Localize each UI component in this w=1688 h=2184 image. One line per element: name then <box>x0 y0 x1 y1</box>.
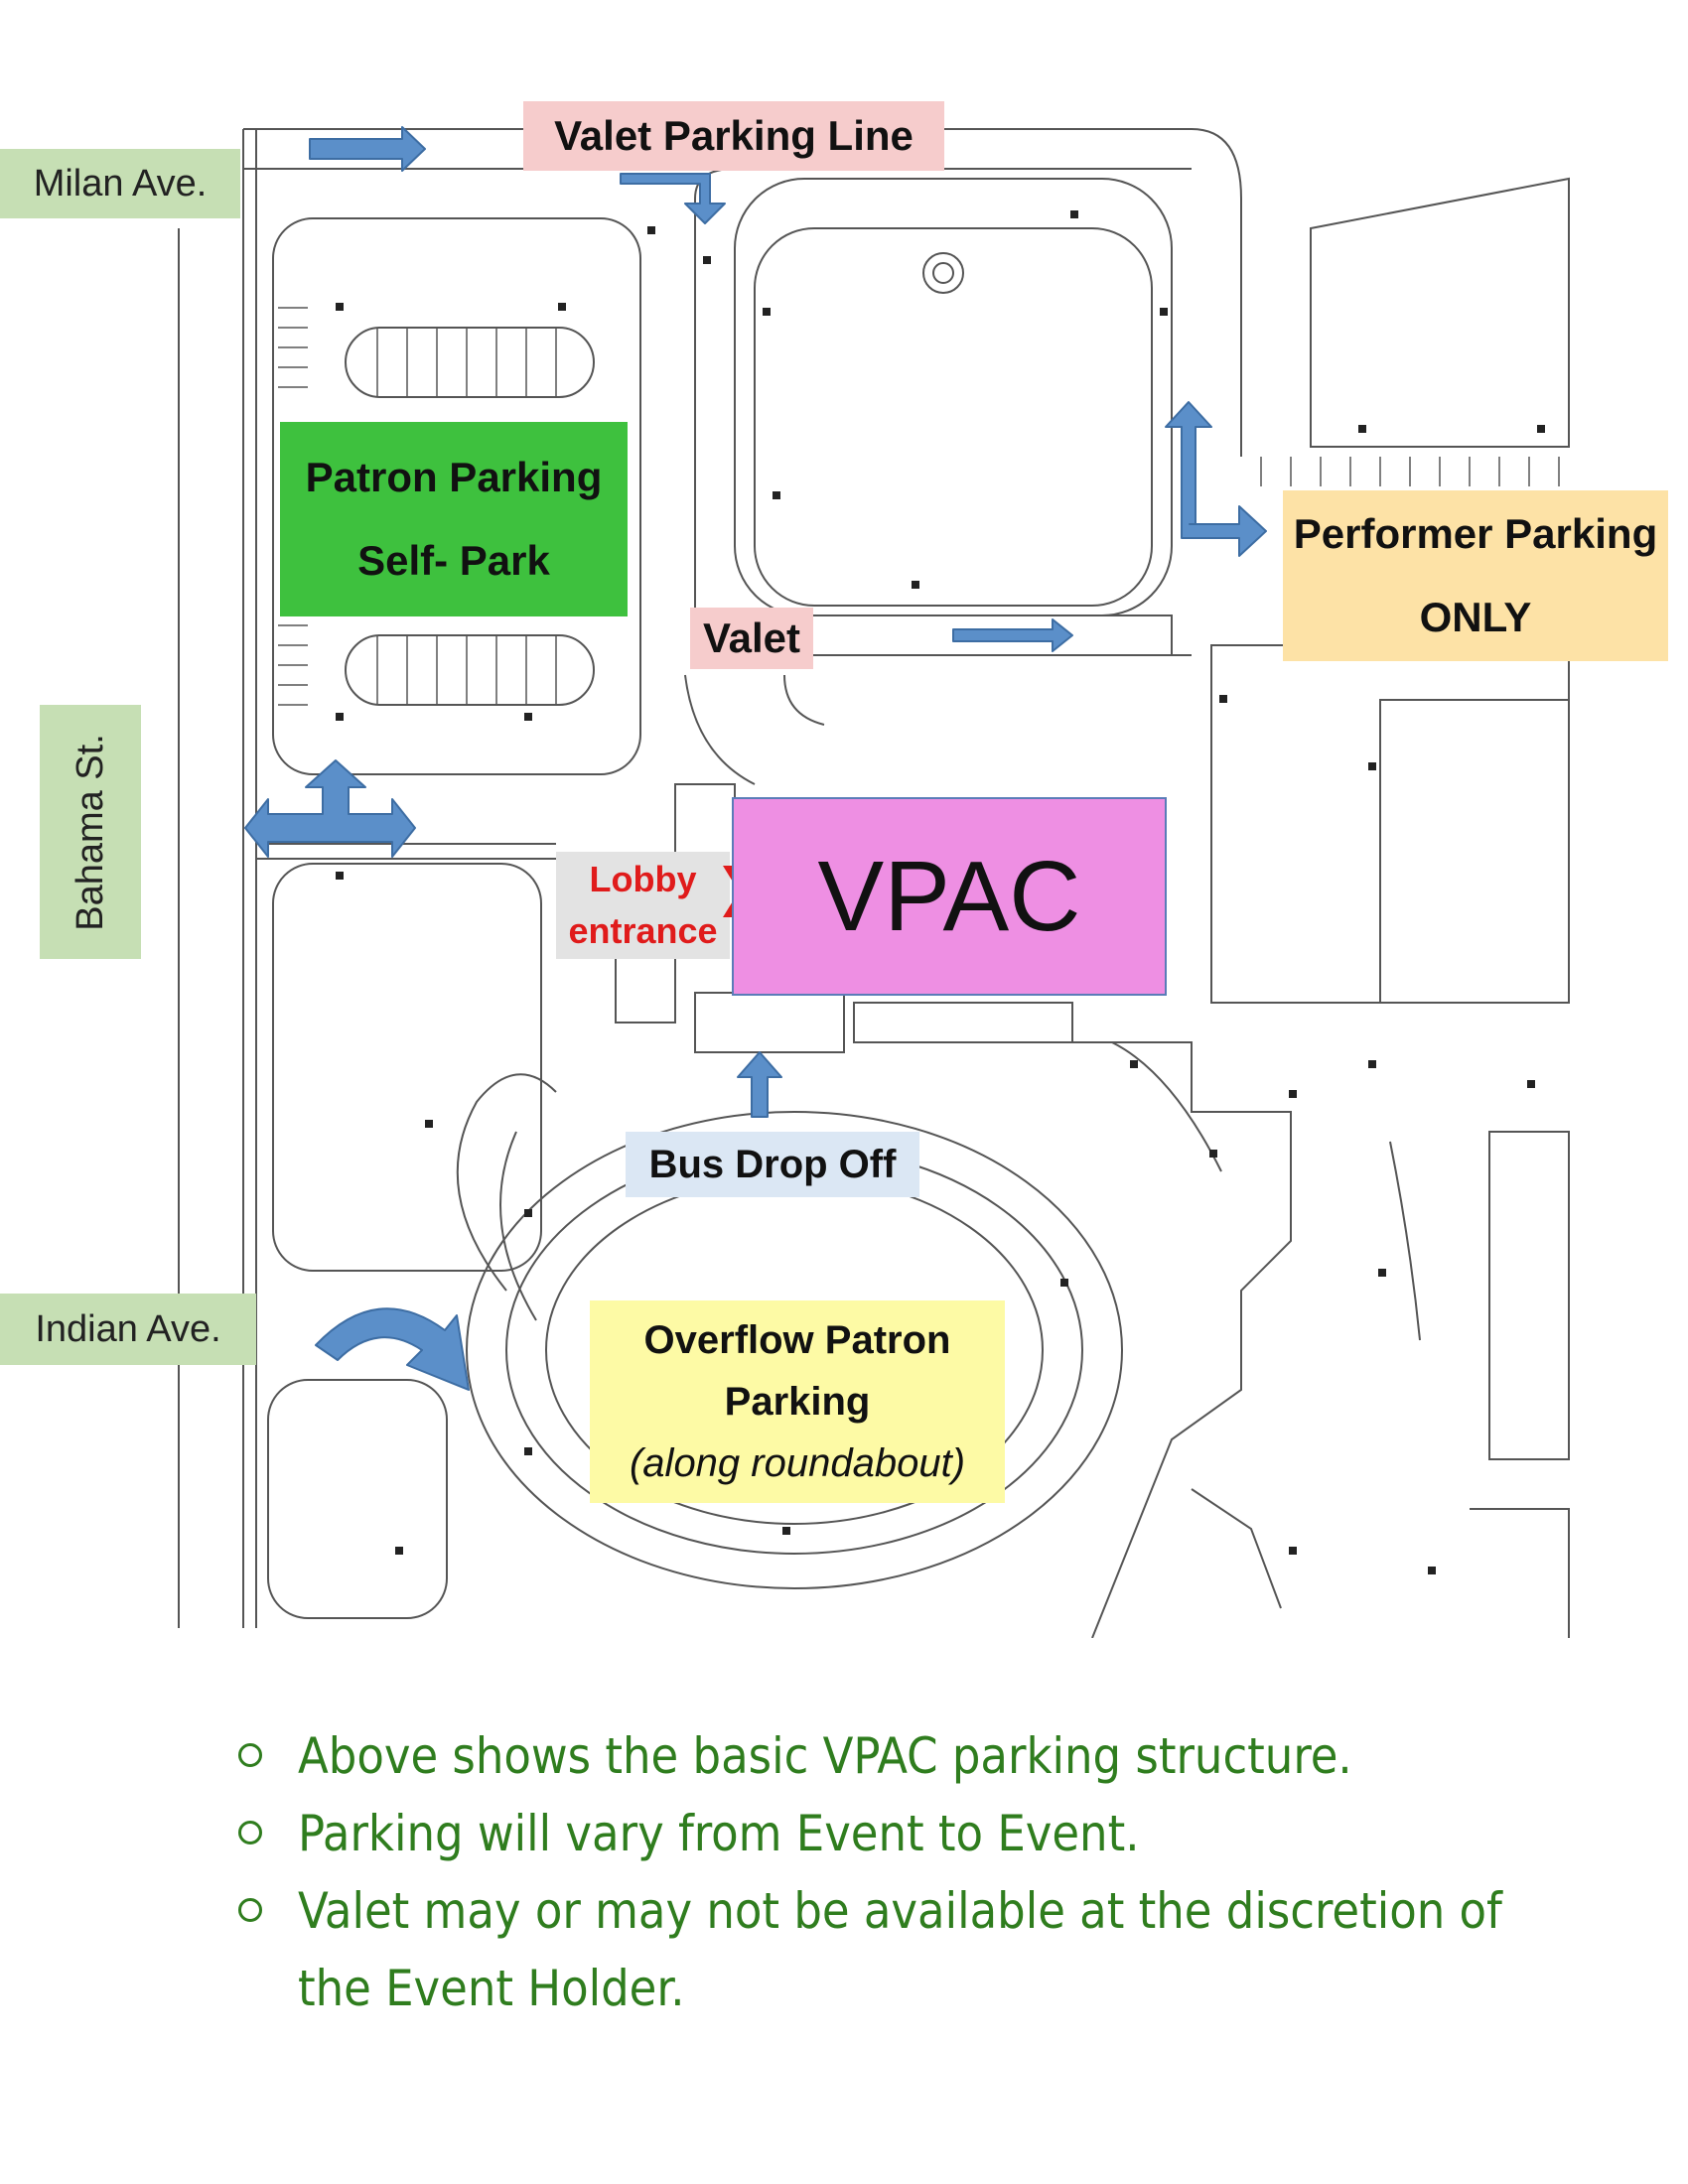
patron-parking-title: Patron Parking <box>305 454 603 500</box>
street-label-bahama: Bahama St. <box>40 705 141 959</box>
valet-label: Valet <box>690 608 813 669</box>
note-item: Above shows the basic VPAC parking struc… <box>238 1717 1549 1795</box>
bus-drop-off-label: Bus Drop Off <box>626 1132 919 1197</box>
lobby-entrance-label: Lobby entrance <box>556 852 730 959</box>
overflow-parking-title: Overflow Patron <box>643 1318 951 1362</box>
valet-parking-line-label: Valet Parking Line <box>523 101 944 171</box>
bullet-circle-icon <box>238 1898 262 1922</box>
bullet-circle-icon <box>238 1743 262 1767</box>
performer-parking-subtitle: ONLY <box>1419 594 1532 640</box>
performer-parking-title: Performer Parking <box>1293 510 1658 557</box>
lobby-entrance-line1: Lobby <box>589 859 697 899</box>
note-text: Valet may or may not be available at the… <box>298 1882 1502 2017</box>
patron-parking-subtitle: Self- Park <box>357 537 550 584</box>
overflow-parking-note: (along roundabout) <box>629 1441 966 1485</box>
vpac-building: VPAC <box>732 797 1167 996</box>
bullet-circle-icon <box>238 1821 262 1844</box>
street-label-bahama-text: Bahama St. <box>69 733 111 931</box>
parking-notes-list: Above shows the basic VPAC parking struc… <box>238 1717 1549 2027</box>
street-label-milan: Milan Ave. <box>0 149 240 218</box>
note-item: Parking will vary from Event to Event. <box>238 1795 1549 1872</box>
note-item: Valet may or may not be available at the… <box>238 1872 1549 2027</box>
note-text: Parking will vary from Event to Event. <box>298 1805 1140 1862</box>
overflow-parking-subtitle: Parking <box>724 1380 871 1424</box>
performer-parking-area: Performer Parking ONLY <box>1283 490 1668 661</box>
lobby-entrance-line2: entrance <box>568 910 718 951</box>
street-label-indian: Indian Ave. <box>0 1294 256 1365</box>
note-text: Above shows the basic VPAC parking struc… <box>298 1727 1352 1785</box>
patron-parking-area: Patron Parking Self- Park <box>280 422 628 616</box>
overflow-parking-area: Overflow Patron Parking (along roundabou… <box>590 1300 1005 1503</box>
